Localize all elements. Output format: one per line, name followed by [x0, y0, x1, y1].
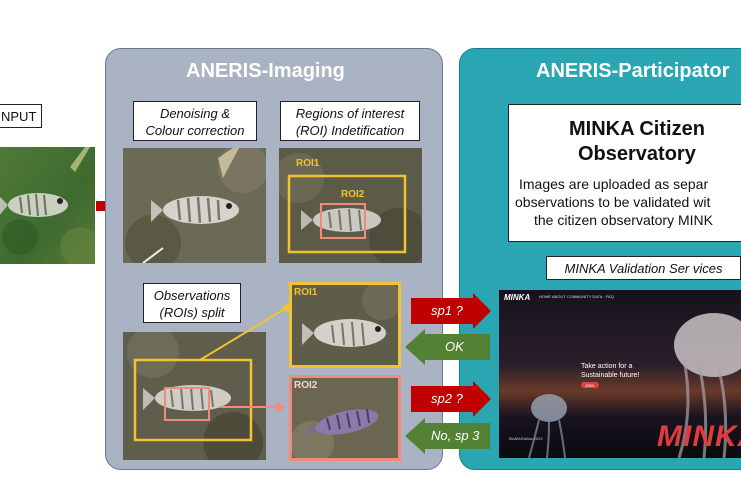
sp2-text: sp2 ? [431, 391, 463, 406]
website-footer: BioMARAtlas 2022 [509, 436, 543, 441]
website-join-button: JOIN [585, 383, 595, 388]
denoise-label-text: Denoising & Colour correction [145, 106, 245, 138]
no-sp3-arrow: No, sp 3 [405, 418, 490, 454]
roi-photo [279, 148, 422, 263]
minka-title-line2: Observatory [578, 143, 696, 165]
website-tagline-2: Sustainable future! [581, 372, 640, 379]
roi-identification-label-text: Regions of interest (ROI) Indetification [295, 106, 405, 138]
validation-label: MINKA Validation Ser vices [564, 261, 723, 276]
minka-desc-line3: the citizen observatory MINK [534, 212, 713, 228]
minka-desc-line2: observations to be validated wit [515, 194, 711, 210]
ok-arrow: OK [405, 329, 490, 365]
denoise-label: Denoising & Colour correction [133, 101, 257, 141]
roi1-crop-label: ROI1 [294, 287, 318, 298]
website-logo: MINKA [504, 293, 531, 302]
imaging-title: ANERIS-Imaging [186, 60, 345, 82]
roi2-crop-photo [289, 375, 401, 461]
roi2-crop-label: ROI2 [294, 380, 318, 391]
minka-description-box [508, 104, 741, 242]
website-tagline-1: Take action for a [581, 363, 633, 370]
minka-title-line1: MINKA Citizen [569, 118, 705, 140]
roi-identification-label: Regions of interest (ROI) Indetification [280, 101, 420, 141]
input-label-box: NPUT [0, 104, 42, 128]
denoised-photo [123, 148, 266, 263]
split-label: Observations (ROIs) split [143, 283, 241, 323]
participatory-title: ANERIS-Participator [536, 60, 730, 82]
minka-desc-line1: Images are uploaded as separ [519, 176, 709, 192]
minka-website-screenshot: MINKA HOME ABOUT COMMUNITY DATA · FAQ Ta… [499, 290, 741, 458]
input-fish-photo [0, 147, 95, 264]
roi1-label: ROI1 [296, 158, 320, 169]
validation-label-box: MINKA Validation Ser vices [546, 256, 741, 280]
roi2-label: ROI2 [341, 189, 365, 200]
no-sp3-text: No, sp 3 [431, 428, 480, 443]
sp2-arrow: sp2 ? [411, 381, 491, 417]
website-brand: MINKA [657, 420, 741, 453]
website-nav: HOME ABOUT COMMUNITY DATA · FAQ [539, 294, 614, 299]
ok-text: OK [445, 339, 464, 354]
split-label-text: Observations (ROIs) split [153, 288, 231, 320]
split-connectors [199, 302, 291, 412]
roi1-crop-photo [289, 282, 401, 368]
split-photo [123, 332, 266, 460]
sp1-arrow: sp1 ? [411, 293, 491, 329]
sp1-text: sp1 ? [431, 303, 463, 318]
input-label: NPUT [1, 109, 37, 124]
